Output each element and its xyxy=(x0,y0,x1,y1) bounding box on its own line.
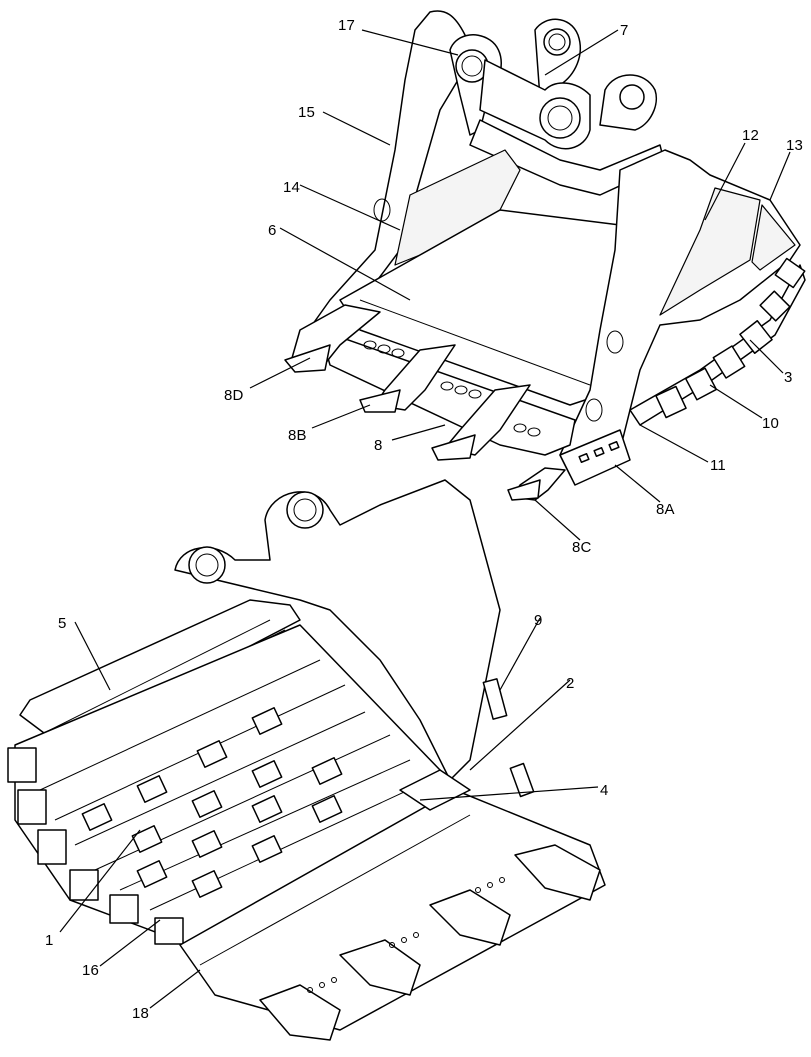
callout-18: 18 xyxy=(132,1005,149,1022)
tooth-8C xyxy=(507,467,566,501)
callout-9: 9 xyxy=(534,612,543,629)
callout-6: 6 xyxy=(268,222,277,239)
callout-4: 4 xyxy=(600,782,609,799)
callout-17: 17 xyxy=(338,17,355,34)
wear-buttons-1 xyxy=(81,707,343,898)
lug-pin-hole xyxy=(543,28,571,56)
callout-11: 11 xyxy=(710,457,726,474)
adapter-bolt-holes xyxy=(363,340,541,437)
bucket-front-view xyxy=(7,479,606,1041)
callout-labels: 17 7 15 12 13 14 6 3 8D 10 8B 8 11 8A 8C… xyxy=(45,17,803,1022)
callout-2: 2 xyxy=(566,675,575,692)
side-liner-13 xyxy=(751,204,796,271)
cutting-edge-bolt-holes xyxy=(307,877,505,993)
bucket-rear-view xyxy=(284,10,806,501)
callout-12: 12 xyxy=(742,127,759,144)
callout-14: 14 xyxy=(283,179,300,196)
bottom-side-cutters xyxy=(7,747,184,945)
bottom-lug-hole-left xyxy=(188,546,226,584)
callout-16: 16 xyxy=(82,962,99,979)
callout-8D: 8D xyxy=(224,387,244,404)
side-cutters-10 xyxy=(655,257,806,419)
callout-8B: 8B xyxy=(288,427,307,444)
callout-7: 7 xyxy=(620,22,629,39)
callout-3: 3 xyxy=(784,369,793,386)
leader-lines xyxy=(59,29,791,1009)
callout-8C: 8C xyxy=(572,539,592,556)
side-wear-plate-9 xyxy=(482,678,508,720)
callout-1: 1 xyxy=(45,932,54,949)
callout-13: 13 xyxy=(786,137,803,154)
bottom-lug-hole-right xyxy=(286,491,324,529)
corner-guard-4 xyxy=(399,769,471,811)
callout-8A: 8A xyxy=(656,501,675,518)
side-liner-12 xyxy=(659,187,761,316)
bottom-teeth xyxy=(259,844,601,1041)
callout-15: 15 xyxy=(298,104,315,121)
callout-8: 8 xyxy=(374,437,383,454)
base-edge xyxy=(319,329,576,456)
tooth-8 xyxy=(431,384,531,461)
callout-5: 5 xyxy=(58,615,67,632)
callout-10: 10 xyxy=(762,415,779,432)
pin-boss-hole xyxy=(539,97,581,139)
tooth-8B xyxy=(359,344,456,413)
